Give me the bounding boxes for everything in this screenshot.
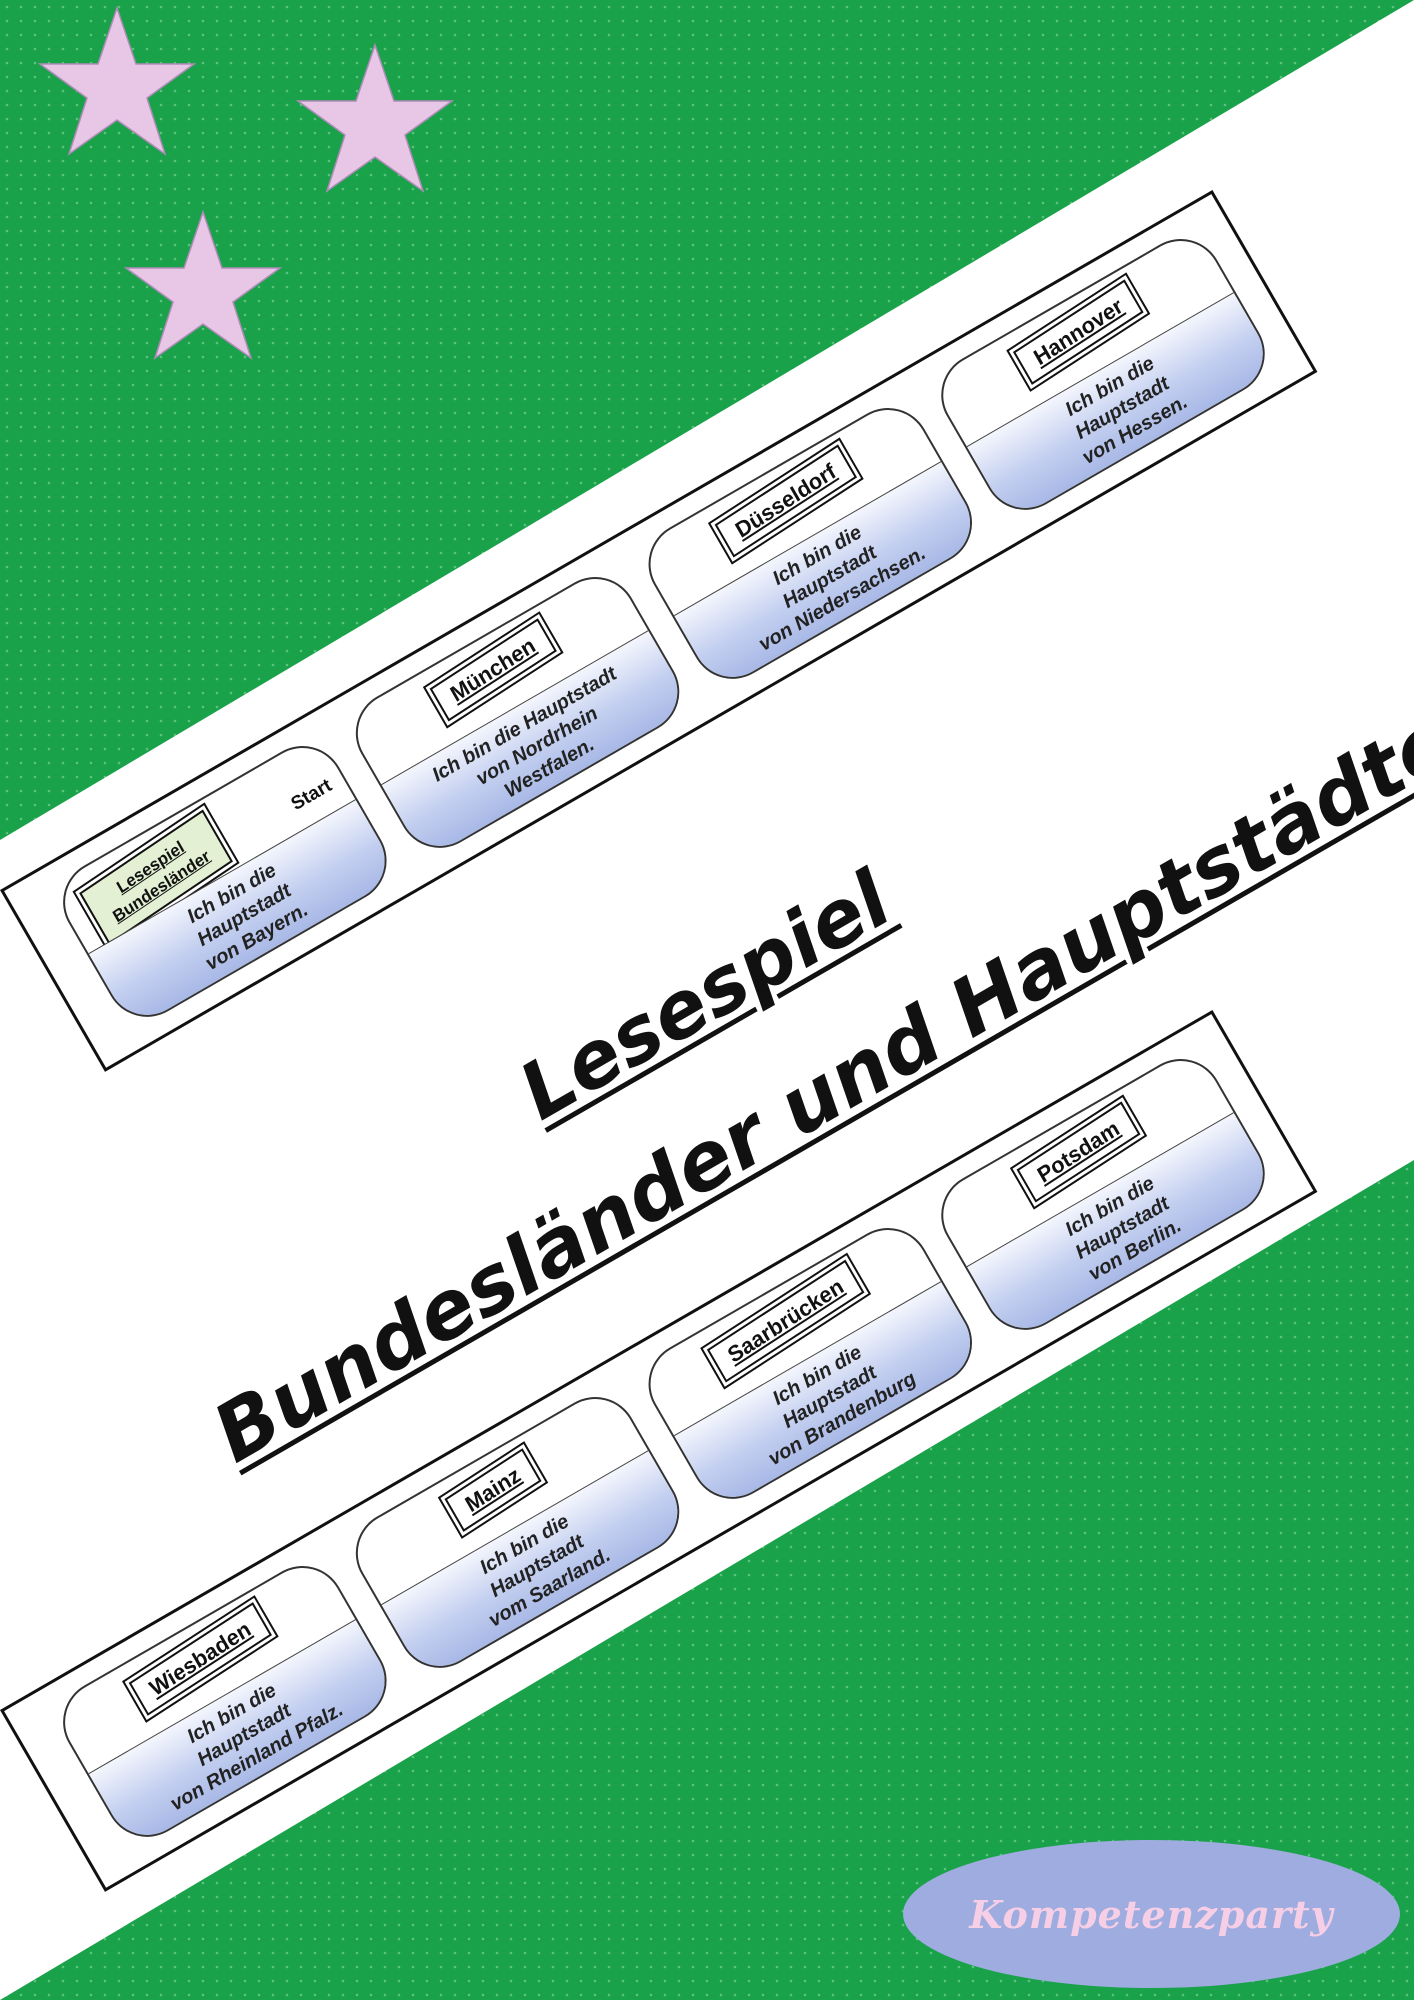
start-label: Start (287, 775, 336, 815)
green-band-bottom (0, 1160, 1414, 2000)
green-band-top (0, 0, 1414, 840)
star-icon (123, 209, 283, 360)
star-icon (295, 42, 455, 193)
star-icon (37, 5, 197, 156)
brand-text: Kompetenzparty (969, 1891, 1334, 1937)
brand-badge: Kompetenzparty (903, 1840, 1400, 1988)
